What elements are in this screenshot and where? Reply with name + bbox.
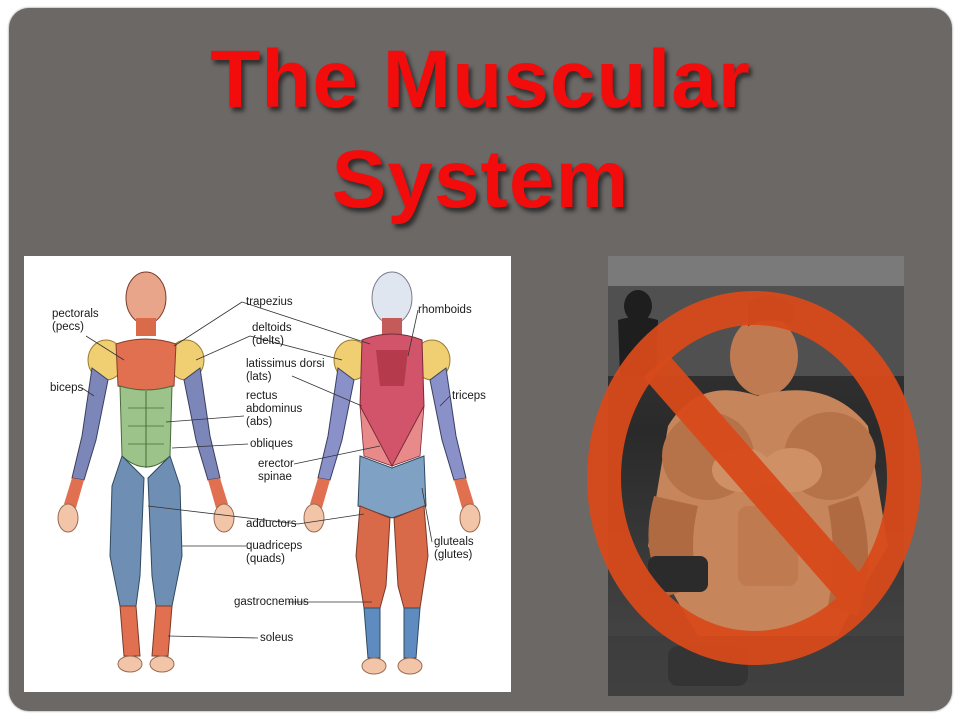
anatomy-figures (57, 271, 481, 675)
label-gastrocnemius: gastrocnemius (234, 596, 309, 608)
label-latissimus-dorsi: latissimus dorsi (lats) (246, 358, 325, 383)
label-trapezius: trapezius (246, 296, 293, 308)
label-deltoids: deltoids (delts) (252, 322, 292, 347)
label-soleus: soleus (260, 632, 294, 644)
label-gluteals: gluteals (glutes) (434, 536, 474, 561)
label-adductors: adductors (246, 518, 297, 530)
no-symbol-icon (587, 291, 921, 665)
front-body-figure (57, 271, 235, 673)
label-obliques: obliques (250, 438, 293, 450)
label-quadriceps: quadriceps (quads) (246, 540, 303, 565)
back-body-figure (303, 271, 481, 675)
label-rhomboids: rhomboids (418, 304, 472, 316)
label-leader-lines (81, 301, 451, 639)
label-erector-spinae: erector spinae (258, 458, 294, 483)
label-rectus-abdominus: rectus abdominus (abs) (246, 390, 303, 428)
title-line-1: The Muscular (210, 34, 751, 125)
slide: The Muscular System (9, 8, 952, 711)
slide-title: The Muscular System (9, 30, 952, 230)
muscle-anatomy-diagram: pectorals (pecs) biceps trapezius deltoi… (24, 256, 511, 692)
label-triceps: triceps (452, 390, 486, 402)
label-pectorals: pectorals (pecs) (52, 308, 99, 333)
label-biceps: biceps (50, 382, 84, 394)
title-line-2: System (331, 134, 630, 225)
